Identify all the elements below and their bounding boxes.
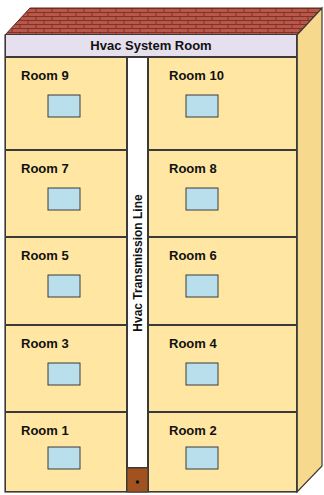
window xyxy=(186,447,218,469)
room-label: Room 8 xyxy=(169,161,217,176)
window xyxy=(186,95,218,117)
room-box: Room 10 xyxy=(148,57,297,150)
room-label: Room 3 xyxy=(21,336,69,351)
window xyxy=(186,188,218,210)
room-box: Room 8 xyxy=(148,150,297,237)
window xyxy=(48,95,80,117)
room-title: Hvac System Room xyxy=(90,38,211,53)
room-label: Room 7 xyxy=(21,161,69,176)
system-room-band: Hvac System Room xyxy=(5,34,297,57)
room-label: Room 1 xyxy=(21,423,69,438)
door-knob xyxy=(136,480,140,484)
window xyxy=(48,275,80,297)
vertical-label: Hvac Transmission Line xyxy=(131,194,145,331)
room-label: Room 4 xyxy=(169,336,217,351)
door xyxy=(127,468,148,492)
room-label: Room 10 xyxy=(169,68,224,83)
window xyxy=(48,188,80,210)
window xyxy=(48,447,80,469)
room-box: Room 1 xyxy=(5,412,127,492)
building-front xyxy=(5,35,297,492)
window xyxy=(48,363,80,385)
room-label: Room 5 xyxy=(21,248,69,263)
room-box: Room 2 xyxy=(148,412,297,492)
roof xyxy=(5,8,322,35)
room-label: Room 9 xyxy=(21,68,69,83)
room-box: Room 5 xyxy=(5,237,127,325)
room-box: Room 9 xyxy=(5,57,127,150)
room-box: Room 4 xyxy=(148,325,297,412)
room-label: Room 6 xyxy=(169,248,217,263)
window xyxy=(186,275,218,297)
room-label: Room 2 xyxy=(169,423,217,438)
room-box: Room 6 xyxy=(148,237,297,325)
building-side xyxy=(297,8,322,492)
room-box: Room 7 xyxy=(5,150,127,237)
room-box: Room 3 xyxy=(5,325,127,412)
window xyxy=(186,363,218,385)
transmission-line: Hvac Transmission Line xyxy=(127,57,148,468)
